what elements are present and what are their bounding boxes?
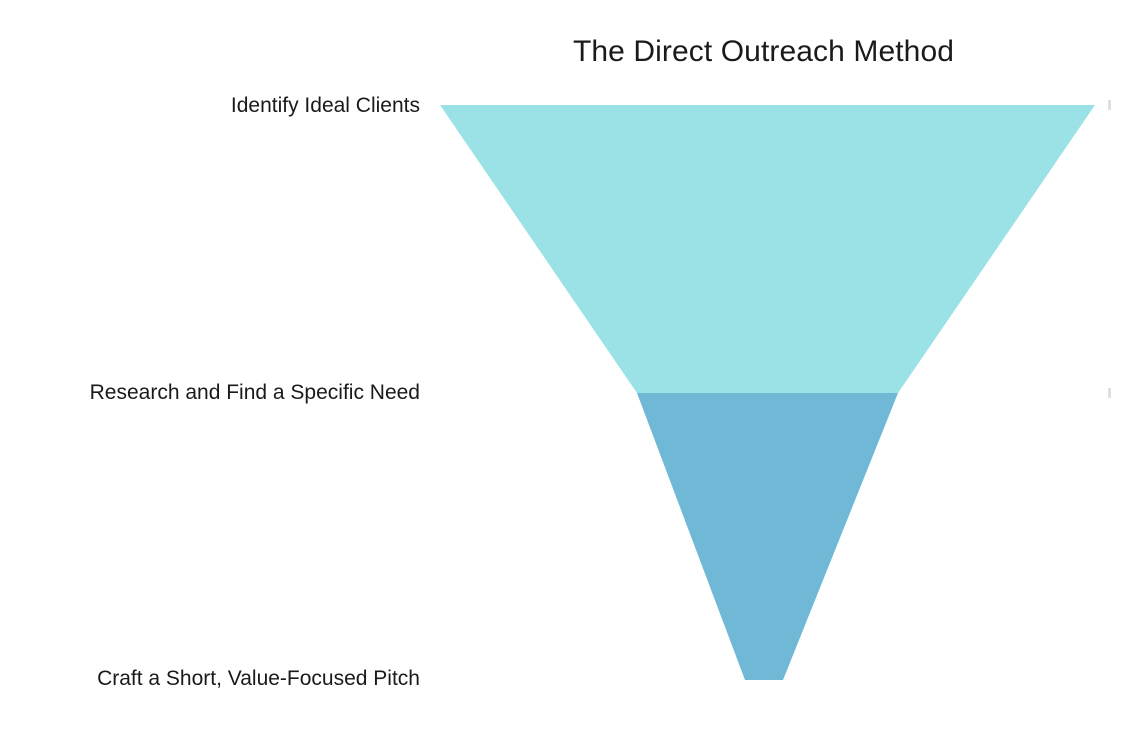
funnel-segment-identify-ideal-clients[interactable]	[440, 105, 1095, 393]
funnel-stage-label-research-and-find-a-specific-need: Research and Find a Specific Need	[89, 381, 420, 404]
funnel-stage-label-identify-ideal-clients: Identify Ideal Clients	[230, 94, 420, 117]
page-title: The Direct Outreach Method	[572, 35, 955, 68]
right-edge-tick-mark-middle	[1108, 388, 1111, 398]
funnel-segment-research-and-find-a-specific-need[interactable]	[637, 393, 898, 680]
right-edge-tick-mark-top	[1108, 100, 1111, 110]
funnel-stage-label-craft-a-short-value-focused-pitch: Craft a Short, Value-Focused Pitch	[97, 667, 420, 690]
